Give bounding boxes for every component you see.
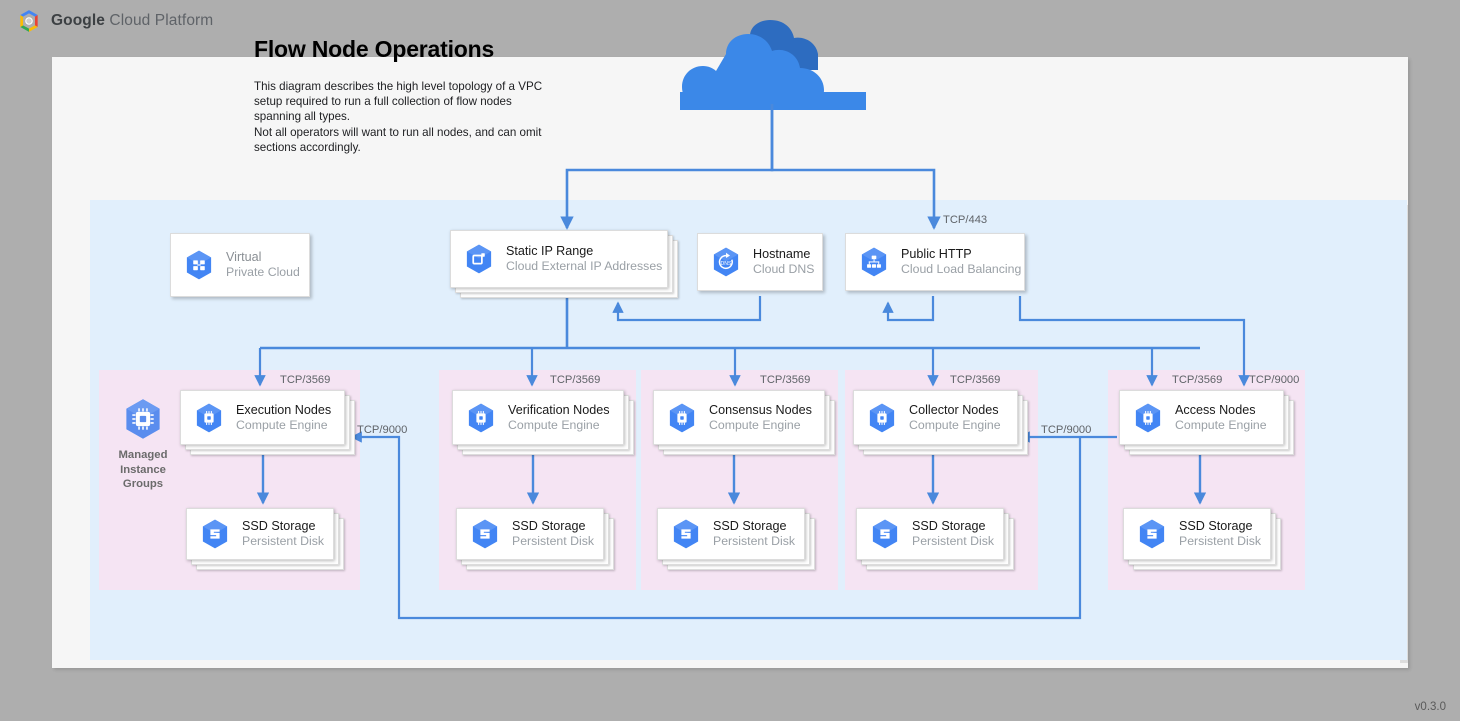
virtual-private-cloud-icon: [186, 250, 212, 280]
card-title: SSD Storage: [512, 519, 586, 533]
card-title: Public HTTP: [901, 247, 972, 261]
compute-engine-icon: [468, 403, 494, 432]
card-access-ssd-storage[interactable]: SSD Storage Persistent Disk: [1123, 508, 1281, 570]
port-label-execution-9000: TCP/9000: [357, 424, 408, 436]
svg-text:DNS: DNS: [721, 261, 732, 267]
port-label-verification-3569: TCP/3569: [550, 374, 601, 386]
card-title: Access Nodes: [1175, 402, 1256, 417]
version-label: v0.3.0: [1414, 701, 1446, 713]
card-collector-nodes[interactable]: Collector Nodes Compute Engine: [853, 390, 1028, 455]
card-title: Collector Nodes: [909, 402, 999, 417]
card-title: SSD Storage: [1179, 519, 1253, 533]
card-title: Hostname: [753, 247, 811, 261]
compute-engine-icon: [869, 403, 895, 432]
card-subtitle: Compute Engine: [508, 417, 600, 432]
card-static-ip-range[interactable]: Static IP Range Cloud External IP Addres…: [450, 230, 678, 298]
port-label-access-3569: TCP/3569: [1172, 374, 1223, 386]
card-title: Consensus Nodes: [709, 402, 812, 417]
managed-instance-groups-label: Managed Instance Groups: [118, 449, 168, 490]
card-title: Static IP Range: [506, 244, 594, 258]
persistent-disk-icon: [872, 519, 898, 549]
card-verification-nodes[interactable]: Verification Nodes Compute Engine: [452, 390, 634, 455]
card-subtitle: Compute Engine: [709, 417, 801, 432]
card-subtitle: Persistent Disk: [242, 534, 325, 548]
load-balancing-icon: [861, 247, 887, 277]
card-subtitle: Persistent Disk: [912, 534, 995, 548]
card-verification-ssd-storage[interactable]: SSD Storage Persistent Disk: [456, 508, 614, 570]
card-subtitle: Cloud Load Balancing: [901, 262, 1022, 276]
card-subtitle: Persistent Disk: [1179, 534, 1262, 548]
persistent-disk-icon: [202, 519, 228, 549]
managed-instance-groups-icon: [126, 399, 160, 439]
card-title: Virtual: [226, 250, 262, 264]
port-label-access-9000: TCP/9000: [1249, 374, 1300, 386]
cloud-dns-icon: DNS: [713, 247, 739, 277]
card-execution-nodes[interactable]: Execution Nodes Compute Engine: [180, 390, 355, 455]
card-subtitle: Persistent Disk: [512, 534, 595, 548]
card-subtitle: Compute Engine: [1175, 417, 1267, 432]
card-consensus-ssd-storage[interactable]: SSD Storage Persistent Disk: [657, 508, 815, 570]
brand-google: Google: [51, 12, 105, 29]
persistent-disk-icon: [673, 519, 699, 549]
brand-suffix: Cloud Platform: [105, 12, 214, 29]
card-title: SSD Storage: [713, 519, 787, 533]
card-consensus-nodes[interactable]: Consensus Nodes Compute Engine: [653, 390, 835, 455]
card-title: SSD Storage: [912, 519, 986, 533]
external-ip-icon: [466, 244, 492, 274]
card-subtitle: Compute Engine: [909, 417, 1001, 432]
page-title: Flow Node Operations: [254, 36, 495, 62]
compute-engine-icon: [1135, 403, 1161, 432]
compute-engine-icon: [669, 403, 695, 432]
brand-text: Google Cloud Platform: [51, 12, 213, 30]
persistent-disk-icon: [472, 519, 498, 549]
card-virtual-private-cloud[interactable]: Virtual Private Cloud: [170, 233, 310, 297]
gcp-hexagon-logo-icon: [20, 10, 38, 32]
card-subtitle: Persistent Disk: [713, 534, 796, 548]
compute-engine-icon: [196, 403, 222, 432]
brand: Google Cloud Platform: [16, 8, 213, 34]
card-collector-ssd-storage[interactable]: SSD Storage Persistent Disk: [856, 508, 1014, 570]
card-subtitle: Cloud DNS: [753, 262, 815, 276]
card-public-http-load-balancing[interactable]: Public HTTP Cloud Load Balancing: [845, 233, 1025, 291]
port-label-collector-9000: TCP/9000: [1041, 424, 1092, 436]
port-label-consensus-3569: TCP/3569: [760, 374, 811, 386]
card-execution-ssd-storage[interactable]: SSD Storage Persistent Disk: [186, 508, 344, 570]
card-title: Execution Nodes: [236, 402, 332, 417]
card-hostname-cloud-dns[interactable]: DNS Hostname Cloud DNS: [697, 233, 823, 291]
card-title: Verification Nodes: [508, 402, 610, 417]
card-subtitle: Private Cloud: [226, 265, 300, 279]
port-label-collector-3569: TCP/3569: [950, 374, 1001, 386]
card-subtitle: Compute Engine: [236, 417, 328, 432]
page-description: This diagram describes the high level to…: [254, 80, 543, 154]
persistent-disk-icon: [1139, 519, 1165, 549]
cloud-icon: [680, 20, 866, 110]
card-title: SSD Storage: [242, 519, 316, 533]
card-access-nodes[interactable]: Access Nodes Compute Engine: [1119, 390, 1294, 455]
card-subtitle: Cloud External IP Addresses: [506, 259, 663, 273]
port-label-execution-3569: TCP/3569: [280, 374, 331, 386]
port-label-lb-443: TCP/443: [943, 214, 988, 226]
